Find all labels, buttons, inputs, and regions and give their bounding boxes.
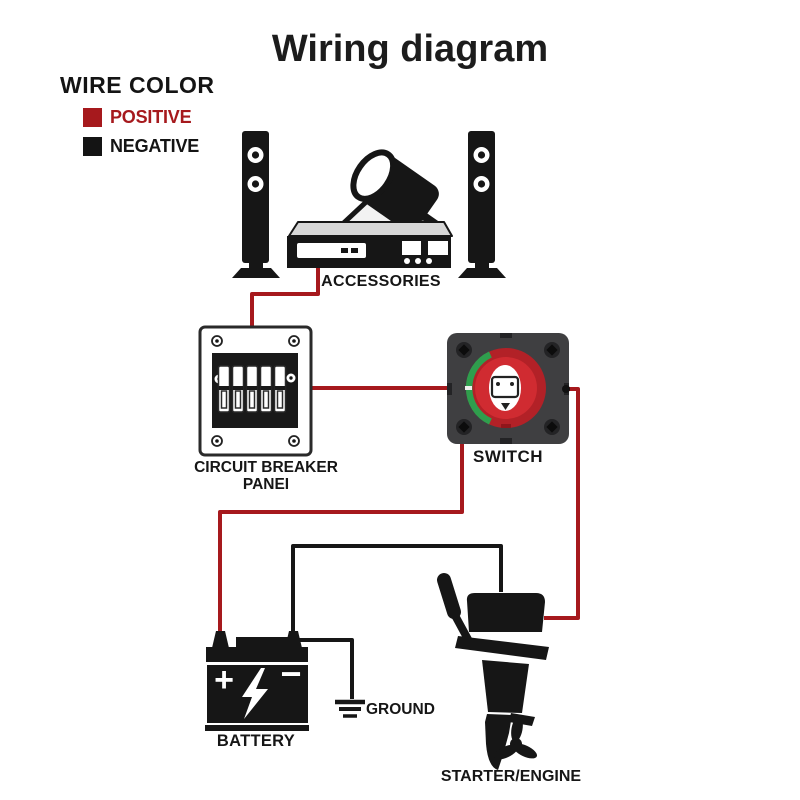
receiver-top-face — [288, 221, 453, 237]
receiver-knob — [404, 258, 410, 264]
receiver-knob — [426, 258, 432, 264]
propeller-icon — [493, 716, 538, 760]
speaker-left-icon — [232, 131, 280, 278]
positive-color-swatch — [83, 108, 102, 127]
starter-engine-label: STARTER/ENGINE — [440, 768, 582, 785]
speaker-driver-center — [477, 180, 486, 188]
receiver-icon — [287, 221, 453, 268]
negative-wires — [291, 544, 503, 699]
speaker-driver-center — [477, 151, 486, 159]
outboard-engine-icon — [437, 573, 549, 770]
battery-cap-raise — [236, 637, 288, 649]
speaker-base — [232, 268, 280, 278]
spotlight-lens — [350, 149, 397, 202]
speaker-base — [458, 268, 506, 278]
battery-base — [205, 725, 309, 731]
battery-glyph-icon — [490, 375, 520, 410]
legend-item-positive: POSITIVE — [83, 107, 215, 128]
ground-label: GROUND — [366, 701, 435, 718]
battery-plus-symbol: + — [214, 661, 234, 699]
battery-label: BATTERY — [216, 732, 296, 750]
accessories-label: ACCESSORIES — [321, 273, 441, 290]
wire-battery-negative-to-ground — [296, 638, 354, 699]
circuit-breaker-panel-icon — [198, 325, 313, 457]
toggle-switch-icon — [245, 365, 259, 413]
wire-battery-negative-to-engine — [291, 544, 503, 632]
battery-switch-icon — [447, 333, 570, 444]
receiver-slot-mark — [351, 248, 358, 253]
wire-switch-to-battery-positive — [218, 441, 464, 633]
toggle-switch-icon — [217, 365, 231, 413]
screw-center — [289, 376, 293, 380]
speaker-right-icon — [458, 131, 506, 278]
receiver-display — [428, 241, 448, 255]
engine-mid-band — [455, 636, 549, 660]
circuit-breaker-label: CIRCUIT BREAKER PANEI — [194, 459, 338, 493]
wire-switch-to-engine — [544, 387, 580, 620]
page-title: Wiring diagram — [271, 28, 549, 70]
breaker-toggles — [217, 365, 287, 413]
battery-minus-symbol: − — [280, 653, 301, 694]
positive-wires — [218, 267, 580, 633]
circuit-breaker-label-line2: PANEI — [242, 475, 290, 493]
wire-accessories-to-breaker — [250, 267, 320, 332]
legend-item-negative: NEGATIVE — [83, 136, 215, 157]
receiver-disc-slot — [297, 243, 366, 258]
legend-label-negative: NEGATIVE — [110, 136, 200, 156]
speaker-cabinet — [468, 131, 495, 263]
engine-tiller-grip — [437, 573, 461, 619]
receiver-knob — [415, 258, 421, 264]
wire-color-legend: WIRE COLOR POSITIVE NEGATIVE — [60, 72, 215, 157]
switch-corner-screws — [456, 342, 560, 435]
legend-title: WIRE COLOR — [60, 72, 215, 98]
switch-screw-sockets — [458, 344, 558, 433]
ground-symbol-icon — [335, 699, 365, 718]
speaker-driver-center — [251, 151, 260, 159]
speaker-cabinet — [242, 131, 269, 263]
battery-cap — [206, 647, 308, 662]
receiver-display — [402, 241, 421, 255]
toggle-switch-icon — [231, 365, 245, 413]
battery-terminal-positive — [212, 631, 229, 648]
toggle-switch-icon — [273, 365, 287, 413]
battery-icon: + − — [205, 631, 309, 731]
switch-terminal-dot — [562, 385, 570, 393]
lightning-bolt-icon — [242, 668, 268, 719]
speaker-driver-center — [251, 180, 260, 188]
engine-shaft — [482, 660, 529, 713]
engine-lower-unit — [485, 714, 512, 770]
battery-terminal-negative — [285, 631, 302, 648]
switch-tick-bottom — [501, 424, 511, 428]
legend-label-positive: POSITIVE — [110, 107, 192, 127]
toggle-switch-icon — [259, 365, 273, 413]
engine-cowl — [466, 593, 545, 632]
speaker-stem — [475, 261, 489, 271]
switch-label: SWITCH — [472, 447, 544, 466]
breaker-screw-centers — [215, 339, 296, 443]
receiver-slot-mark — [341, 248, 348, 253]
circuit-breaker-label-line1: CIRCUIT BREAKER — [194, 459, 338, 476]
negative-color-swatch — [83, 137, 102, 156]
switch-tick-left — [465, 386, 472, 390]
speaker-stem — [249, 261, 263, 271]
